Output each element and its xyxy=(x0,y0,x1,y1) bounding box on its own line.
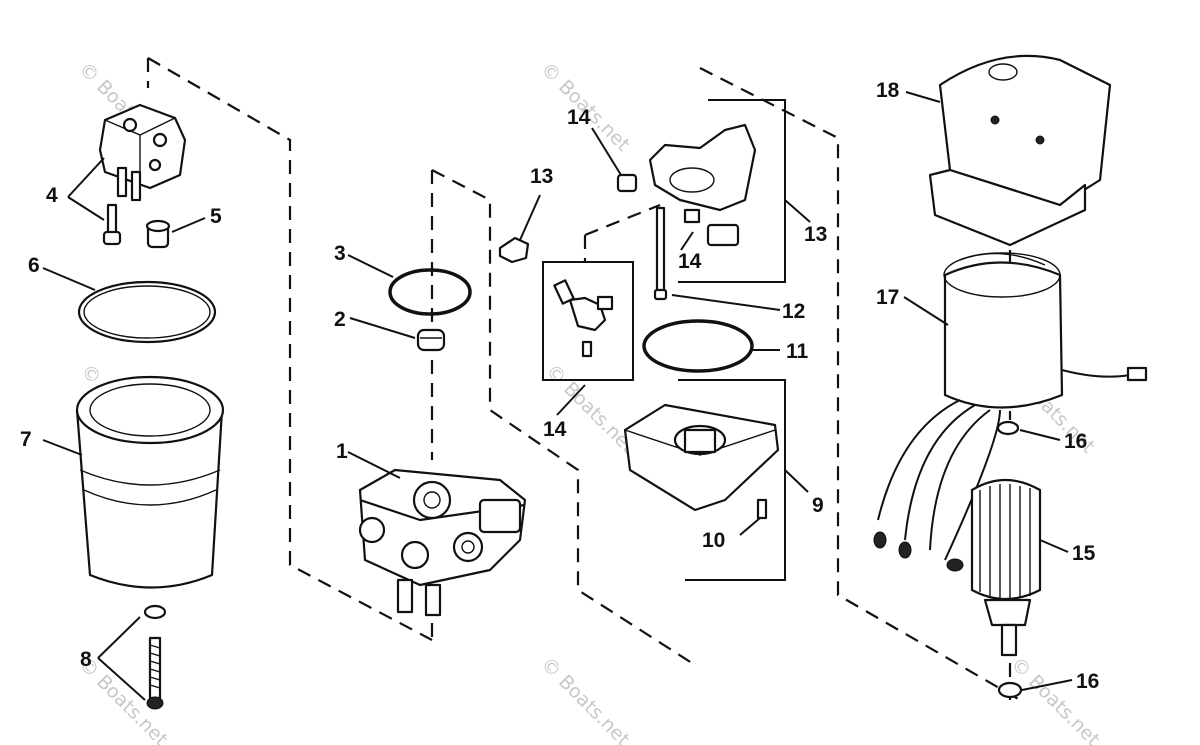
connector-part xyxy=(616,173,638,193)
callout-1: 1 xyxy=(336,440,348,463)
callout-5: 5 xyxy=(210,205,222,228)
pump-housing-part xyxy=(358,468,527,617)
callout-6: 6 xyxy=(28,254,40,277)
valve-body-part xyxy=(98,103,187,202)
callout-7: 7 xyxy=(20,428,32,451)
brush-kit-inset xyxy=(542,261,634,381)
callouts: 1 2 3 4 5 6 7 8 9 10 11 12 13 13 14 14 1… xyxy=(20,79,1099,693)
watermark: © Boats.net xyxy=(1006,653,1104,745)
assembly-outline-right xyxy=(699,67,1021,701)
field-o-ring-part xyxy=(642,319,754,373)
o-ring-part xyxy=(83,285,211,339)
callout-3: 3 xyxy=(334,242,346,265)
callout-13: 13 xyxy=(804,223,827,246)
callout-10: 10 xyxy=(702,529,725,552)
fitting-part xyxy=(145,219,171,249)
brush-holder-part xyxy=(648,123,757,247)
callout-18: 18 xyxy=(876,79,900,102)
callout-14: 14 xyxy=(678,250,702,273)
end-frame-part xyxy=(623,403,780,512)
callout-14: 14 xyxy=(567,106,591,129)
callout-2: 2 xyxy=(334,308,346,331)
callout-15: 15 xyxy=(1072,542,1096,565)
field-housing-part xyxy=(873,252,1148,572)
check-valve-part xyxy=(416,328,446,352)
o-ring-part xyxy=(77,280,217,344)
assembly-outline-left xyxy=(147,57,433,641)
callout-8: 8 xyxy=(80,648,92,671)
callout-16: 16 xyxy=(1076,670,1099,693)
watermark: © Boats.net xyxy=(541,360,639,458)
reservoir-part xyxy=(75,375,225,589)
armature-part xyxy=(970,479,1042,657)
washer-part xyxy=(996,420,1020,436)
callout-14: 14 xyxy=(543,418,567,441)
callout-17: 17 xyxy=(876,286,899,309)
callout-9: 9 xyxy=(812,494,824,517)
o-ring-small-part xyxy=(388,268,472,316)
callout-12: 12 xyxy=(782,300,805,323)
assembly-outline-middle xyxy=(431,169,696,666)
leader-lines xyxy=(42,91,1073,701)
through-bolt-part xyxy=(653,206,668,301)
motor-cover-part xyxy=(928,54,1112,247)
callout-16: 16 xyxy=(1064,430,1087,453)
washer-part xyxy=(997,681,1023,699)
assembly-outline-brush xyxy=(584,203,661,237)
callout-13: 13 xyxy=(530,165,553,188)
bolt-part xyxy=(102,203,122,246)
watermark: © Boats.net xyxy=(536,653,634,745)
callout-4: 4 xyxy=(46,184,58,207)
screw-part xyxy=(143,604,167,710)
small-screw-part xyxy=(756,498,768,520)
brush-clip-part xyxy=(498,236,530,264)
callout-11: 11 xyxy=(786,340,809,363)
